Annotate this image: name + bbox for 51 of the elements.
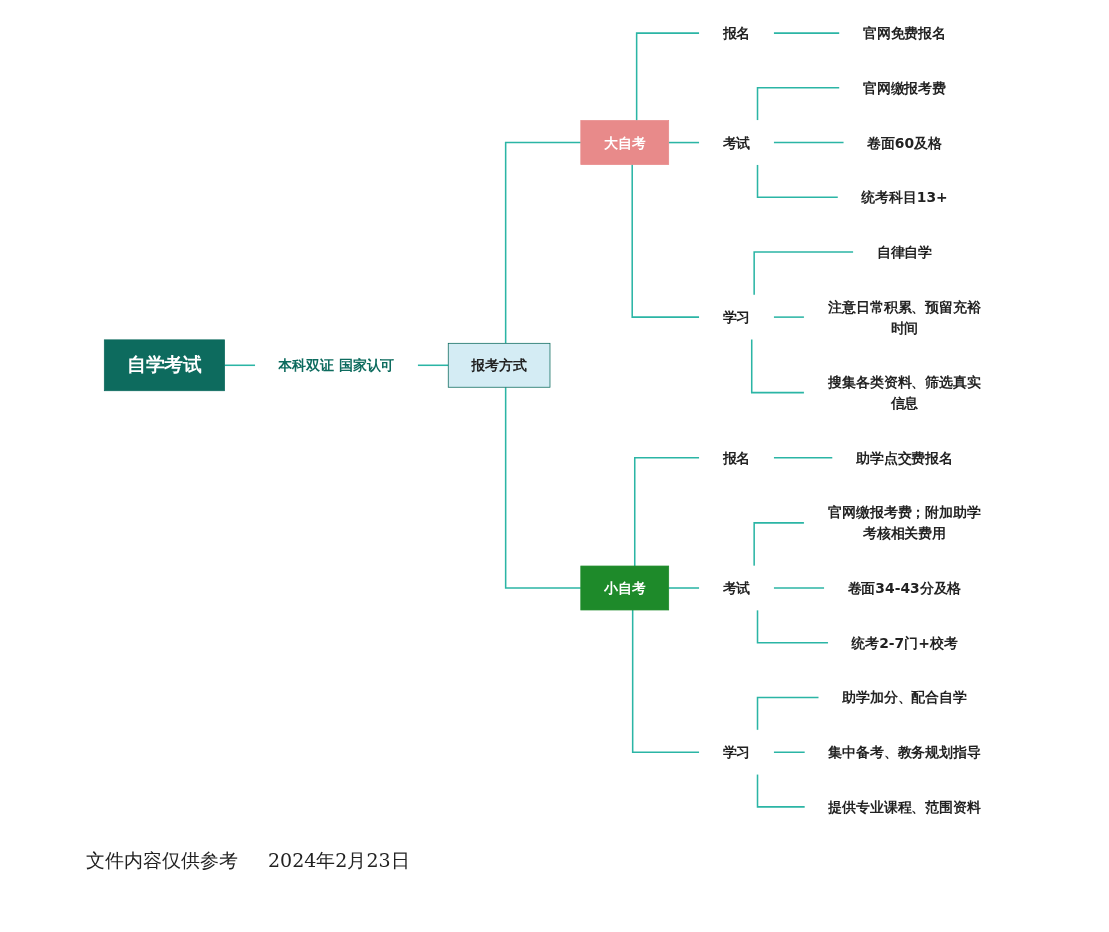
connector xyxy=(756,87,841,122)
connector xyxy=(772,141,845,144)
connector xyxy=(634,457,701,567)
node-text: 卷面60及格 xyxy=(867,134,942,151)
connector xyxy=(756,609,830,644)
connector xyxy=(756,163,839,199)
node-text: 提供专业课程、范围资料 xyxy=(828,798,981,815)
footer-note: 2024年2月23日 xyxy=(268,849,410,871)
footer-note: 文件内容仅供参考 xyxy=(86,849,238,871)
connector xyxy=(631,609,701,753)
connector xyxy=(753,251,855,296)
connector xyxy=(504,141,582,345)
connector xyxy=(772,751,806,753)
node-text: 卷面34-43分及格 xyxy=(847,579,962,597)
node-text: 考试 xyxy=(722,579,751,597)
node-box: 报考方式 xyxy=(447,342,551,388)
node-text: 官网缴报考费；附加助学考核相关费用 xyxy=(828,504,981,542)
connector xyxy=(750,338,806,394)
connector xyxy=(772,587,826,589)
node-text: 助学加分、配合自学 xyxy=(842,689,967,706)
node-text: 学习 xyxy=(722,744,751,761)
node-text: 统考2-7门+校考 xyxy=(851,634,958,651)
node-text: 注意日常积累、预留充裕时间 xyxy=(828,298,981,336)
connector xyxy=(504,386,582,589)
node-text: 本科双证 国家认可 xyxy=(278,357,395,374)
node-text: 官网缴报考费 xyxy=(862,79,947,96)
node-text: 自律自学 xyxy=(876,243,933,261)
node-text: 报名 xyxy=(722,449,751,466)
connector xyxy=(416,364,450,367)
node-box: 自学考试 xyxy=(103,339,225,392)
node-text: 学习 xyxy=(722,309,751,326)
node-text: 搜集各类资料、筛选真实信息 xyxy=(828,374,981,412)
connector xyxy=(772,32,841,34)
connector xyxy=(667,141,701,144)
connector xyxy=(631,163,701,318)
connector xyxy=(667,587,701,589)
connector xyxy=(756,696,820,731)
connector xyxy=(223,364,257,367)
connector xyxy=(753,522,806,567)
connector xyxy=(772,316,806,318)
node-text: 考试 xyxy=(722,134,751,151)
node-text: 官网免费报名 xyxy=(862,25,947,42)
node-text: 助学点交费报名 xyxy=(855,449,954,466)
node-text: 集中备考、教务规划指导 xyxy=(828,744,981,761)
connector xyxy=(635,32,701,122)
node-box: 小自考 xyxy=(580,565,670,611)
connector xyxy=(772,457,834,459)
node-text: 报名 xyxy=(722,25,751,42)
connector xyxy=(756,773,806,808)
node-box: 大自考 xyxy=(580,120,670,165)
node-text: 统考科目13+ xyxy=(861,189,948,206)
